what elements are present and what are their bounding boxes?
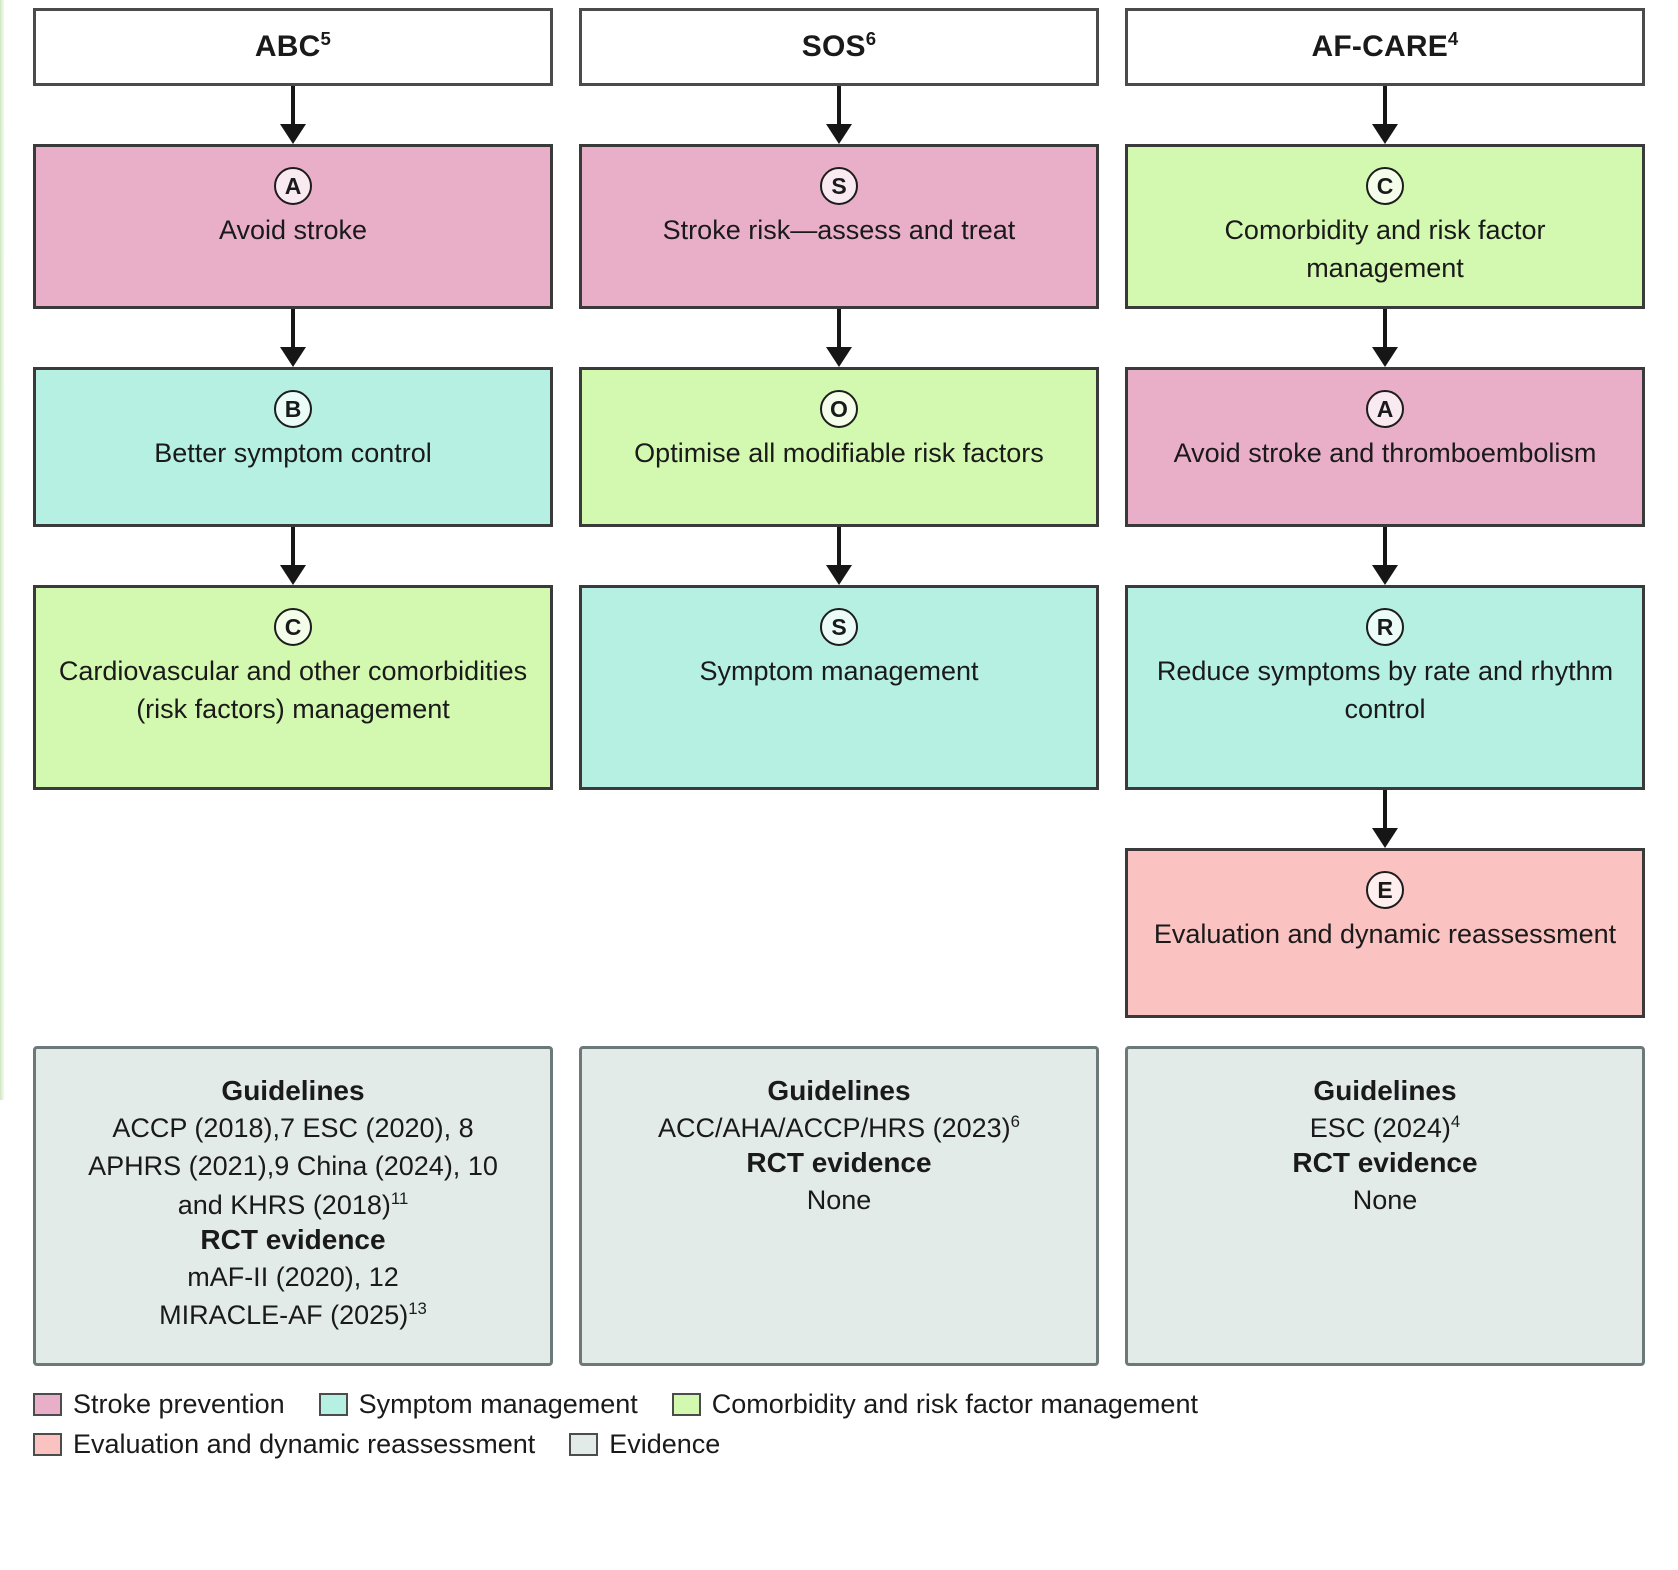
step-letter-badge: A [274, 167, 312, 205]
legend-item-comorbidity: Comorbidity and risk factor management [671, 1388, 1198, 1420]
guidelines-heading: Guidelines [221, 1075, 365, 1106]
evidence-box-sos[interactable]: Guidelines ACC/AHA/ACCP/HRS (2023)6 RCT … [579, 1046, 1099, 1366]
guidelines-line: ACCP (2018),7 ESC (2020), 8 [112, 1113, 474, 1143]
legend-swatch-icon [33, 1392, 62, 1416]
step-box-afcare-c[interactable]: C Comorbidity and risk factor management [1125, 144, 1645, 309]
arrow-down-icon [1125, 309, 1645, 367]
legend-item-evidence: Evidence [569, 1429, 720, 1460]
rct-evidence-line: None [806, 1185, 872, 1216]
legend-swatch-icon [569, 1432, 599, 1456]
guidelines-line: and KHRS (2018)11 [177, 1188, 409, 1220]
reference-superscript: 5 [320, 28, 332, 49]
column-abc: ABC5 A Avoid stroke B Better symptom con… [33, 8, 553, 1018]
guidelines-line: ACC/AHA/ACCP/HRS (2023)6 [658, 1112, 1020, 1143]
pathway-columns: ABC5 A Avoid stroke B Better symptom con… [33, 8, 1645, 1018]
column-header-label: SOS6 [801, 28, 877, 63]
legend-item-symptom-management: Symptom management [318, 1388, 638, 1420]
arrow-down-icon [33, 527, 553, 585]
legend-row-2: Evaluation and dynamic reassessment Evid… [33, 1424, 1645, 1464]
step-box-abc-a[interactable]: A Avoid stroke [33, 144, 553, 309]
step-letter-badge: S [820, 167, 858, 205]
rct-evidence-heading: RCT evidence [200, 1223, 386, 1255]
step-box-abc-c[interactable]: C Cardiovascular and other comorbidities… [33, 585, 553, 790]
legend-swatch-icon [33, 1432, 62, 1456]
column-sos: SOS6 S Stroke risk—assess and treat O Op… [579, 8, 1099, 1018]
rct-evidence-heading: RCT evidence [1292, 1147, 1478, 1179]
step-text: Stroke risk—assess and treat [662, 215, 1016, 245]
legend-swatch-icon [318, 1392, 348, 1416]
step-box-sos-s1[interactable]: S Stroke risk—assess and treat [579, 144, 1099, 309]
step-text: Avoid stroke and thromboembolism [1173, 438, 1597, 468]
step-box-abc-b[interactable]: B Better symptom control [33, 367, 553, 527]
rct-evidence-line: mAF-II (2020), 12 [187, 1261, 399, 1292]
column-header-label: ABC5 [254, 28, 332, 63]
rct-evidence-line: None [1352, 1185, 1418, 1216]
step-text: Evaluation and dynamic reassessment [1153, 919, 1617, 949]
legend: Stroke prevention Symptom management Com… [33, 1384, 1645, 1464]
step-box-afcare-e[interactable]: E Evaluation and dynamic reassessment [1125, 848, 1645, 1018]
legend-item-stroke-prevention: Stroke prevention [33, 1389, 285, 1420]
legend-row-1: Stroke prevention Symptom management Com… [33, 1384, 1645, 1424]
step-box-sos-s2[interactable]: S Symptom management [579, 585, 1099, 790]
step-text: Comorbidity and risk factor management [1224, 215, 1546, 284]
legend-label: Comorbidity and risk factor management [711, 1388, 1198, 1419]
step-box-sos-o[interactable]: O Optimise all modifiable risk factors [579, 367, 1099, 527]
arrow-down-icon [1125, 527, 1645, 585]
step-letter-badge: R [1366, 608, 1404, 646]
evidence-box-af-care[interactable]: Guidelines ESC (2024)4 RCT evidence None [1125, 1046, 1645, 1366]
step-text: Symptom management [699, 656, 979, 686]
column-header-af-care: AF-CARE4 [1125, 8, 1645, 86]
step-text: Better symptom control [154, 438, 432, 468]
step-letter-badge: A [1366, 390, 1404, 428]
step-letter-badge: C [1366, 167, 1404, 205]
step-box-afcare-r[interactable]: R Reduce symptoms by rate and rhythm con… [1125, 585, 1645, 790]
legend-label: Symptom management [358, 1388, 638, 1419]
evidence-box-abc[interactable]: Guidelines ACCP (2018),7 ESC (2020), 8 A… [33, 1046, 553, 1366]
guidelines-line: ESC (2024)4 [1309, 1112, 1461, 1143]
legend-item-evaluation: Evaluation and dynamic reassessment [33, 1429, 535, 1460]
arrow-down-icon [33, 309, 553, 367]
arrow-down-icon [579, 527, 1099, 585]
column-header-abc: ABC5 [33, 8, 553, 86]
arrow-down-icon [579, 309, 1099, 367]
column-af-care: AF-CARE4 C Comorbidity and risk factor m… [1125, 8, 1645, 1018]
step-text: Optimise all modifiable risk factors [634, 438, 1044, 468]
arrow-down-icon [1125, 790, 1645, 848]
guidelines-heading: Guidelines [1313, 1075, 1457, 1106]
reference-superscript: 6 [865, 28, 877, 49]
step-text: Cardiovascular and other comorbidities (… [58, 656, 528, 725]
rct-evidence-line: MIRACLE-AF (2025)13 [159, 1299, 427, 1331]
step-letter-badge: O [820, 390, 858, 428]
step-letter-badge: B [274, 390, 312, 428]
step-box-afcare-a[interactable]: A Avoid stroke and thromboembolism [1125, 367, 1645, 527]
step-text: Reduce symptoms by rate and rhythm contr… [1156, 656, 1614, 725]
step-letter-badge: E [1366, 871, 1404, 909]
rct-evidence-heading: RCT evidence [746, 1147, 932, 1179]
legend-label: Evaluation and dynamic reassessment [73, 1428, 536, 1459]
legend-label: Evidence [609, 1428, 721, 1459]
step-letter-badge: C [274, 608, 312, 646]
arrow-down-icon [33, 86, 553, 144]
arrow-down-icon [1125, 86, 1645, 144]
step-text: Avoid stroke [218, 215, 368, 245]
legend-label: Stroke prevention [73, 1388, 285, 1419]
column-header-label: AF-CARE4 [1311, 28, 1459, 63]
column-header-sos: SOS6 [579, 8, 1099, 86]
step-letter-badge: S [820, 608, 858, 646]
legend-swatch-icon [671, 1392, 701, 1416]
reference-superscript: 4 [1447, 28, 1459, 49]
guidelines-line: APHRS (2021),9 China (2024), 10 [88, 1151, 498, 1182]
evidence-row: Guidelines ACCP (2018),7 ESC (2020), 8 A… [33, 1046, 1645, 1366]
left-edge-strip [0, 0, 5, 1100]
arrow-down-icon [579, 86, 1099, 144]
guidelines-heading: Guidelines [767, 1075, 911, 1106]
